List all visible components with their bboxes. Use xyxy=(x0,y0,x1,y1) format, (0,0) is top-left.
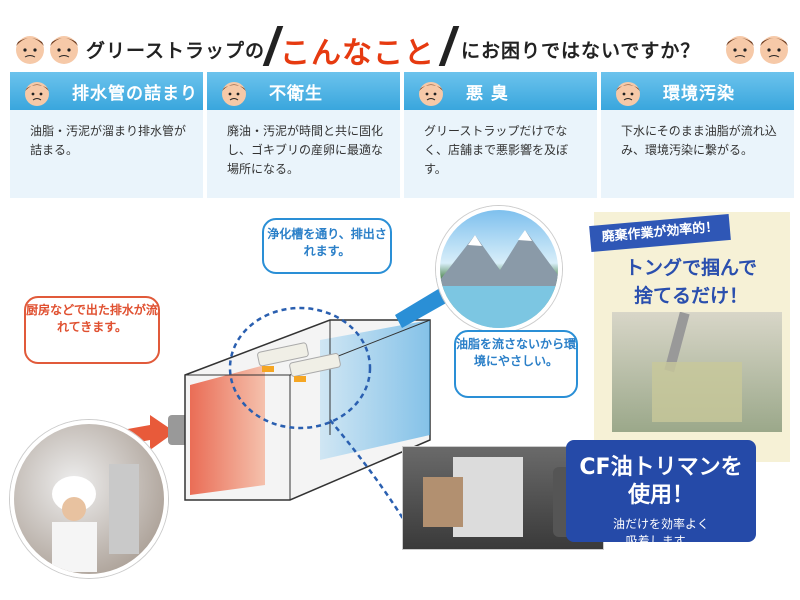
card-title: 排水管の詰まり xyxy=(72,84,198,104)
oil-mat xyxy=(257,342,309,367)
worried-face-icon xyxy=(760,36,788,64)
tong-illustration xyxy=(652,311,742,422)
tank-blue-water xyxy=(320,320,430,460)
card-text: 下水にそのまま油脂が流れ込み、環境汚染に繋がる。 xyxy=(621,124,777,157)
problem-card-unsanitary: 不衛生 廃油・汚泥が時間と共に固化し、ゴキブリの産卵に最適な場所になる。 xyxy=(207,72,400,198)
card-header: 排水管の詰まり xyxy=(10,72,203,110)
card-title: 悪 臭 xyxy=(466,84,509,104)
right-headline: トングで掴んで 捨てるだけ！ xyxy=(606,254,776,310)
headline-line-2: 捨てるだけ！ xyxy=(633,285,748,307)
cf-desc-2: 吸着します。 xyxy=(625,534,697,548)
problem-cards: 排水管の詰まり 油脂・汚泥が溜まり排水管が詰まる。 不衛生 廃油・汚泥が時間と共… xyxy=(10,72,794,198)
callout-purify: 浄化槽を通り、排出されます。 xyxy=(262,218,392,274)
worried-face-icon xyxy=(50,36,78,64)
worried-face-icon xyxy=(16,36,44,64)
cf-oil-triman-box: CF油トリマンを 使用！ 油だけを効率よく 吸着します。 xyxy=(566,440,756,548)
card-text: 廃油・汚泥が時間と共に固化し、ゴキブリの産卵に最適な場所になる。 xyxy=(227,124,384,176)
worried-face-icon xyxy=(726,36,754,64)
troubled-face-icon xyxy=(25,82,49,106)
mountain-photo xyxy=(436,206,562,332)
zoom-circle xyxy=(228,306,372,430)
card-title: 不衛生 xyxy=(269,84,323,104)
cf-desc-1: 油だけを効率よく xyxy=(612,517,709,531)
callout-eco: 油脂を流さないから環境にやさしい。 xyxy=(454,330,578,398)
header-text-right: にお困りではないですか？ xyxy=(461,40,701,62)
problem-card-odor: 悪 臭 グリーストラップだけでなく、店舗まで悪影響を及ぼす。 xyxy=(404,72,597,198)
header-text-highlight: こんなこと xyxy=(280,36,435,71)
card-text: グリーストラップだけでなく、店舗まで悪影響を及ぼす。 xyxy=(424,124,569,176)
grease-trap-diagram xyxy=(95,278,470,531)
cf-title-2: 使用！ xyxy=(627,483,694,508)
tank-red-water xyxy=(190,365,265,495)
header: グリーストラップの こんなこと にお困りではないですか？ xyxy=(0,0,800,71)
troubled-face-icon xyxy=(419,82,443,106)
callout-kitchen: 厨房などで出た排水が流れてきます。 xyxy=(24,296,160,364)
card-header: 悪 臭 xyxy=(404,72,597,110)
troubled-face-icon xyxy=(222,82,246,106)
oil-mat xyxy=(289,353,341,377)
card-title: 環境汚染 xyxy=(663,84,735,104)
tong-photo xyxy=(612,311,782,432)
mountain-illustration xyxy=(440,230,558,328)
slash-right xyxy=(438,26,460,66)
card-header: 環境汚染 xyxy=(601,72,794,110)
problem-card-clog: 排水管の詰まり 油脂・汚泥が溜まり排水管が詰まる。 xyxy=(10,72,203,198)
card-header: 不衛生 xyxy=(207,72,400,110)
chef-illustration xyxy=(52,464,139,572)
headline-line-1: トングで掴んで xyxy=(624,257,758,279)
kitchen-photo xyxy=(10,420,168,578)
cf-title-1: CF油トリマンを xyxy=(579,455,743,480)
card-text: 油脂・汚泥が溜まり排水管が詰まる。 xyxy=(30,124,187,157)
troubled-face-icon xyxy=(616,82,640,106)
problem-card-pollution: 環境汚染 下水にそのまま油脂が流れ込み、環境汚染に繋がる。 xyxy=(601,72,794,198)
header-text-left: グリーストラップの xyxy=(86,40,266,62)
